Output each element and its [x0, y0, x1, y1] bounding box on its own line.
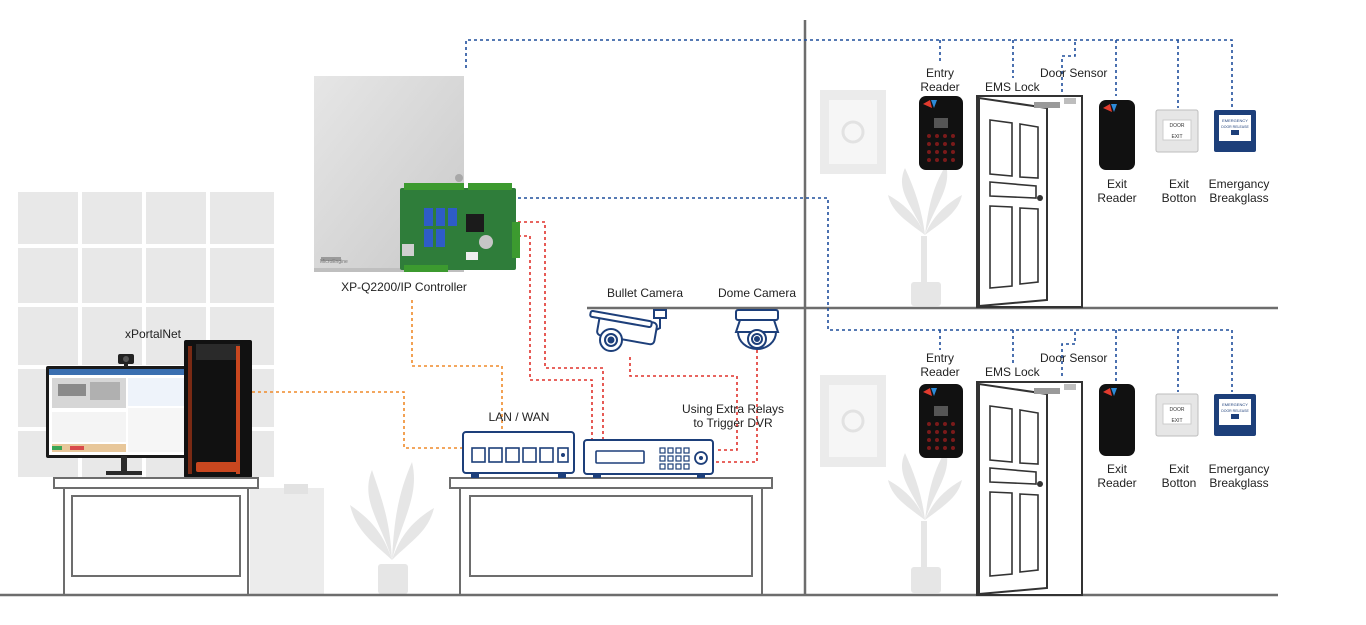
controller-label: XP-Q2200/IP Controller: [341, 280, 467, 294]
entry-reader-label-upper: Entry: [925, 66, 955, 80]
controller-board: [400, 183, 520, 272]
exit-reader-upper: [1099, 100, 1135, 170]
exit-plate-text: DOOR: [1170, 123, 1185, 129]
breakglass-label-upper-2: Breakglass: [1209, 191, 1269, 205]
dvr-recorder: [583, 439, 714, 478]
cabinet-brand: MicroEngine: [320, 259, 348, 265]
exit-plate-text: EXIT: [1171, 418, 1182, 424]
door-sensor-label-upper: Door Sensor: [1040, 66, 1108, 80]
exit-plate-text: EXIT: [1171, 134, 1182, 140]
exit-reader-label-upper: Exit: [1106, 177, 1128, 191]
breakglass-label-upper: Emergancy: [1208, 177, 1270, 191]
breakglass-text: EMERGENCY: [1222, 118, 1248, 123]
exit-button-lower: DOOR EXIT: [1155, 393, 1199, 437]
webcam: [118, 354, 134, 367]
exit-button-label-upper-2: Botton: [1161, 191, 1197, 205]
bullet-camera: [589, 309, 667, 352]
table-middle: [449, 477, 773, 596]
entry-reader-upper: [919, 96, 963, 170]
cabinet-background: [250, 484, 324, 594]
table-left: [53, 477, 259, 596]
tower-pc: [184, 340, 252, 478]
exit-plate-text: DOOR: [1170, 407, 1185, 413]
exit-reader-label-lower-2: Reader: [1097, 476, 1137, 490]
door-sensor-label-lower: Door Sensor: [1040, 351, 1108, 365]
entry-reader-label-upper-2: Reader: [920, 80, 960, 94]
network-switch: [462, 431, 575, 478]
breakglass-label-lower: Emergancy: [1208, 462, 1270, 476]
breakglass-text: EMERGENCY: [1222, 402, 1248, 407]
blue-wiring: [465, 39, 1233, 392]
ems-lock-label-lower: EMS Lock: [985, 365, 1040, 379]
breakglass-lower: EMERGENCY DOOR RELEASE: [1214, 394, 1256, 436]
exit-reader-lower: [1099, 384, 1135, 456]
exit-reader-label-lower: Exit: [1106, 462, 1128, 476]
entry-reader-label-lower: Entry: [925, 351, 955, 365]
exit-button-label-lower: Exit: [1168, 462, 1190, 476]
exit-button-upper: DOOR EXIT: [1155, 109, 1199, 153]
network-label: LAN / WAN: [488, 410, 550, 424]
door-upper: [976, 95, 1083, 308]
red-wiring: [518, 221, 758, 463]
breakglass-text: DOOR RELEASE: [1221, 409, 1249, 413]
plant-background-1: [350, 462, 434, 594]
bullet-camera-label: Bullet Camera: [606, 286, 684, 300]
breakglass-upper: EMERGENCY DOOR RELEASE: [1214, 110, 1256, 152]
entry-reader-lower: [919, 384, 963, 458]
entry-reader-label-lower-2: Reader: [920, 365, 960, 379]
breakglass-text: DOOR RELEASE: [1221, 125, 1249, 129]
plant-background-3: [888, 450, 962, 593]
ems-lock-label-upper: EMS Lock: [985, 80, 1040, 94]
relay-note-line-2: to Trigger DVR: [693, 416, 773, 430]
plant-background-2: [888, 165, 962, 306]
exit-button-label-lower-2: Botton: [1161, 476, 1197, 490]
exit-button-label-upper: Exit: [1168, 177, 1190, 191]
exit-reader-label-upper-2: Reader: [1097, 191, 1137, 205]
picture-frame-background: [820, 90, 886, 467]
door-lower: [976, 381, 1083, 596]
dome-camera: [734, 309, 780, 350]
orange-wiring: [252, 300, 503, 449]
relay-note-line-1: Using Extra Relays: [681, 402, 785, 416]
breakglass-label-lower-2: Breakglass: [1209, 476, 1269, 490]
software-label: xPortalNet: [124, 327, 182, 341]
dome-camera-label: Dome Camera: [717, 286, 797, 300]
